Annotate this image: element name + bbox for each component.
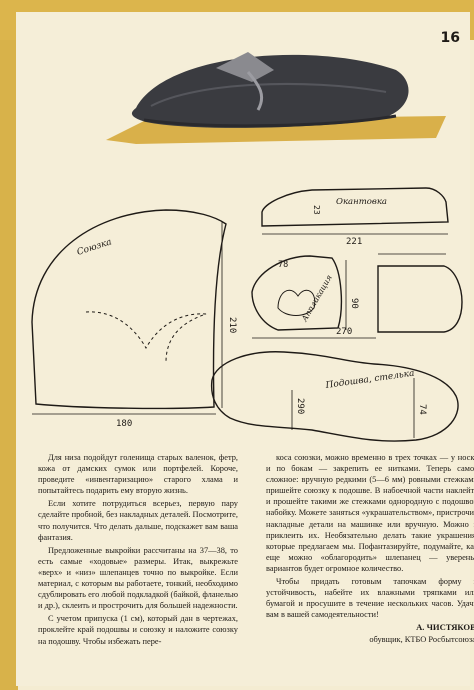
magazine-page: 16 Союзка 210 180 Окантовка 23	[16, 12, 474, 686]
okantovka-label: Окантовка	[336, 197, 387, 207]
slipper-photo	[131, 52, 409, 128]
author-signature: А. ЧИСТЯКОВ, обувщик, КТБО Росбытсоюза.	[266, 622, 474, 644]
podoshva-height-dim: 74	[417, 404, 427, 415]
podoshva-length-dim: 290	[295, 398, 305, 414]
pattern-applikatsiya: 78 Аппликация 90 270	[251, 255, 376, 339]
podoshva-label: Подошва, стелька	[324, 369, 415, 392]
pattern-okantovka: Окантовка 23 221	[261, 187, 449, 247]
okantovka-height-dim: 23	[312, 205, 321, 215]
author-role: обувщик, КТБО Росбытсоюза.	[369, 634, 474, 644]
article-paragraph: Чтобы придать готовым тапочкам форму и у…	[266, 577, 474, 620]
article-paragraph: Для низа подойдут голенища старых валено…	[38, 453, 238, 496]
article-column-right: коса союзки, можно временно в трех точка…	[266, 452, 474, 645]
pattern-polustolchki	[377, 253, 463, 333]
author-name: А. ЧИСТЯКОВ,	[416, 622, 474, 633]
pattern-podoshva: Подошва, стелька 74 290	[210, 351, 459, 442]
pattern-drawings: Союзка 210 180 Окантовка 23 221 78 Аппли…	[31, 52, 463, 442]
article-paragraph: коса союзки, можно временно в трех точка…	[266, 453, 474, 573]
okantovka-width-dim: 221	[346, 237, 362, 247]
page-number: 16	[440, 30, 460, 46]
applikatsiya-top-dim: 78	[278, 260, 288, 270]
applikatsiya-bottom-dim: 270	[336, 327, 352, 337]
soyuzka-height-dim: 210	[227, 317, 237, 333]
article-paragraph: С учетом припуска (1 см), который дан в …	[38, 614, 238, 646]
article-paragraph: Предложенные выкройки рассчитаны на 37—3…	[38, 545, 238, 611]
article-column-left: Для низа подойдут голенища старых валено…	[38, 452, 238, 649]
applikatsiya-height-dim: 90	[349, 298, 359, 309]
article-paragraph: Если хотите потрудиться всерьез, первую …	[38, 499, 238, 542]
pattern-soyuzka: Союзка 210 180	[31, 209, 237, 429]
soyuzka-width-dim: 180	[116, 419, 132, 429]
applikatsiya-label: Аппликация	[299, 273, 333, 324]
left-color-band	[0, 0, 18, 690]
soyuzka-label: Союзка	[76, 237, 113, 258]
